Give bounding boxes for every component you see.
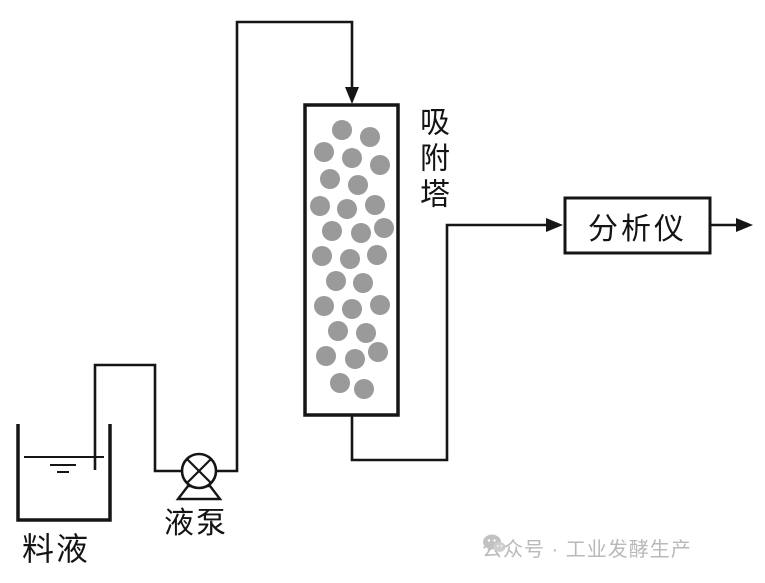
pump-icon (175, 452, 223, 501)
pipe-tank-to-pump (93, 363, 182, 473)
adsorption-tower-label: 吸附塔 (415, 106, 448, 214)
adsorbent-beads (310, 120, 394, 399)
analyzer-box (563, 196, 712, 255)
pipe-pump-to-column (216, 20, 354, 473)
arrowhead-outlet (736, 218, 753, 232)
pipe-column-to-analyzer (350, 223, 548, 462)
pump-label: 液泵 (164, 507, 228, 540)
feed-tank-label: 料液 (22, 531, 91, 567)
feed-tank-shape (16, 424, 112, 522)
wechat-icon (483, 534, 506, 552)
watermark-text: 公众号 · 工业发酵生产 (482, 539, 692, 561)
analyzer-label: 分析仪 (588, 212, 687, 246)
watermark: 公众号 · 工业发酵生产 (482, 533, 692, 562)
arrowhead-into-column (345, 87, 359, 104)
arrowhead-into-analyzer (546, 218, 563, 232)
